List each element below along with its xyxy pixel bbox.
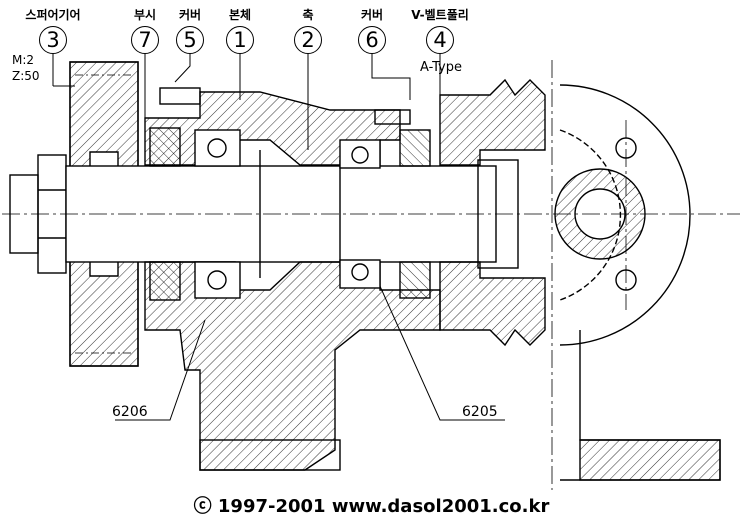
part-name-cover-6: 커버 [360,8,384,22]
housing-body [144,87,441,471]
part-name-v-belt-pulley: V-벨트풀리 [411,8,469,22]
copyright: ⓒ 1997-2001 www.dasol2001.co.kr [193,496,550,517]
part-name-body: 본체 [228,8,252,22]
gear-teeth: Z:50 [12,69,40,83]
center-lines [2,60,740,490]
balloon-3: 3 [39,26,67,54]
part-name-bush: 부시 [133,8,157,22]
balloon-4: 4 [426,26,454,54]
balloon-7: 7 [131,26,159,54]
pulley-type: A-Type [420,60,462,75]
bearing-left-label: 6206 [112,404,148,420]
part-name-shaft: 축 [302,8,314,22]
gear-module: M:2 [12,53,35,67]
part-name-cover-5: 커버 [178,8,202,22]
balloon-1: 1 [226,26,254,54]
balloon-5: 5 [176,26,204,54]
part-name-spur-gear: 스퍼어기어 [25,8,81,22]
balloon-6: 6 [358,26,386,54]
bearing-right-label: 6205 [462,404,498,420]
balloon-2: 2 [294,26,322,54]
v-belt-pulley [439,78,546,347]
